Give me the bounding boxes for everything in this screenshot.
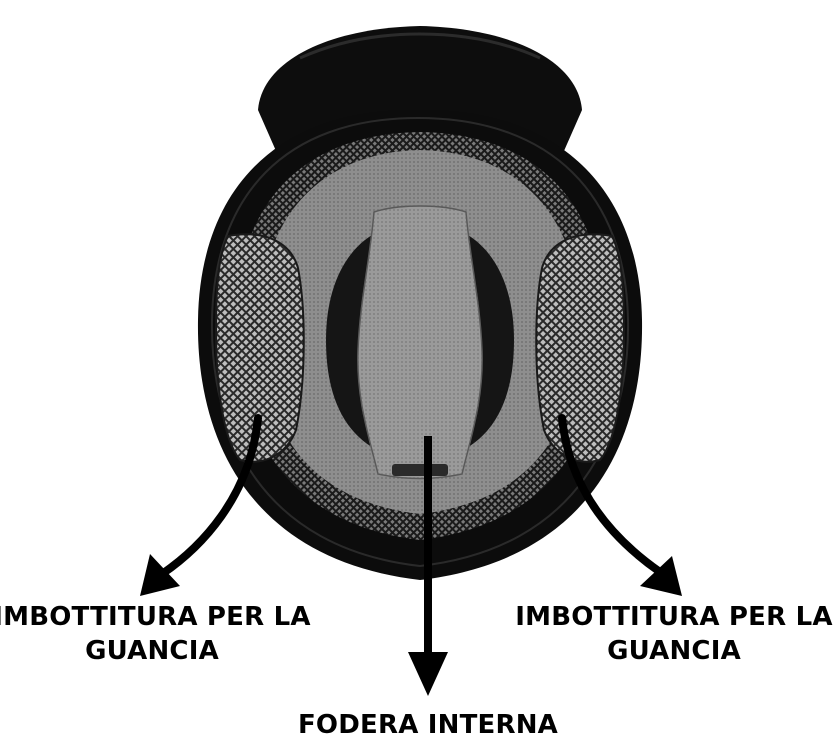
center-liner-strip: [358, 206, 482, 479]
left-label-line1: IMBOTTITURA PER LA: [0, 600, 312, 634]
inner-liner-label: FODERA INTERNA: [268, 708, 588, 742]
center-arrow-head: [408, 652, 448, 696]
center-label: FODERA INTERNA: [268, 708, 588, 742]
left-cheek-pad-label: IMBOTTITURA PER LA GUANCIA: [0, 600, 312, 668]
left-label-line2: GUANCIA: [0, 634, 312, 668]
right-cheek-pad-label: IMBOTTITURA PER LA GUANCIA: [514, 600, 834, 668]
right-cheek-pad: [536, 234, 624, 461]
right-label-line1: IMBOTTITURA PER LA: [514, 600, 834, 634]
right-label-line2: GUANCIA: [514, 634, 834, 668]
